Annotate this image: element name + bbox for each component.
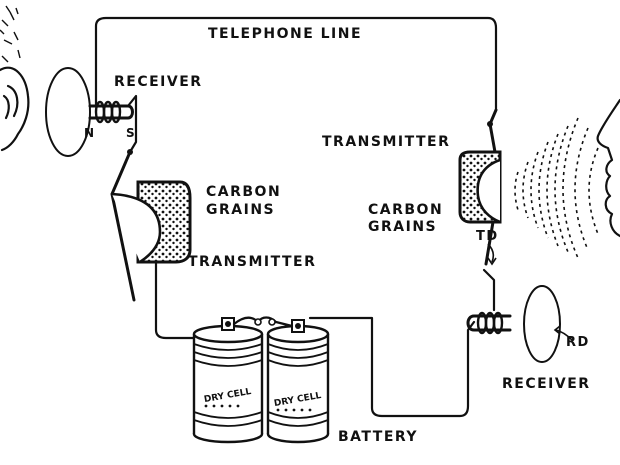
circuit-wires	[94, 16, 498, 418]
rd-label: RD	[566, 335, 590, 350]
sound-waves	[514, 117, 599, 259]
battery-label: BATTERY	[338, 429, 418, 445]
battery	[192, 316, 330, 444]
right-receiver-label: RECEIVER	[502, 376, 591, 392]
right-transmitter-label: TRANSMITTER	[322, 134, 450, 150]
left-carbon-label: CARBON	[206, 184, 281, 200]
dry-cell-2	[266, 319, 330, 444]
td-arrow	[487, 243, 497, 266]
telephone-line-label: TELEPHONE LINE	[208, 26, 362, 42]
ear-drawing	[0, 5, 30, 152]
south-pole-label: S	[126, 126, 135, 140]
left-transmitter-label: TRANSMITTER	[188, 254, 316, 270]
right-receiver-magnet	[466, 311, 512, 335]
right-grains-label: GRAINS	[368, 219, 437, 235]
left-grains-label: GRAINS	[206, 202, 275, 218]
right-carbon-label: CARBON	[368, 202, 443, 218]
left-receiver-label: RECEIVER	[114, 74, 203, 90]
north-pole-label: N	[84, 126, 94, 140]
td-label: TD	[476, 229, 499, 244]
face-profile	[596, 98, 620, 238]
left-receiver-diaphragm	[45, 67, 91, 157]
right-receiver-diaphragm	[523, 285, 561, 363]
right-transmitter-carbon-chamber	[458, 150, 502, 224]
left-transmitter-carbon-chamber	[111, 180, 192, 264]
dry-cell-1	[192, 317, 264, 444]
rd-arrow	[553, 325, 573, 341]
